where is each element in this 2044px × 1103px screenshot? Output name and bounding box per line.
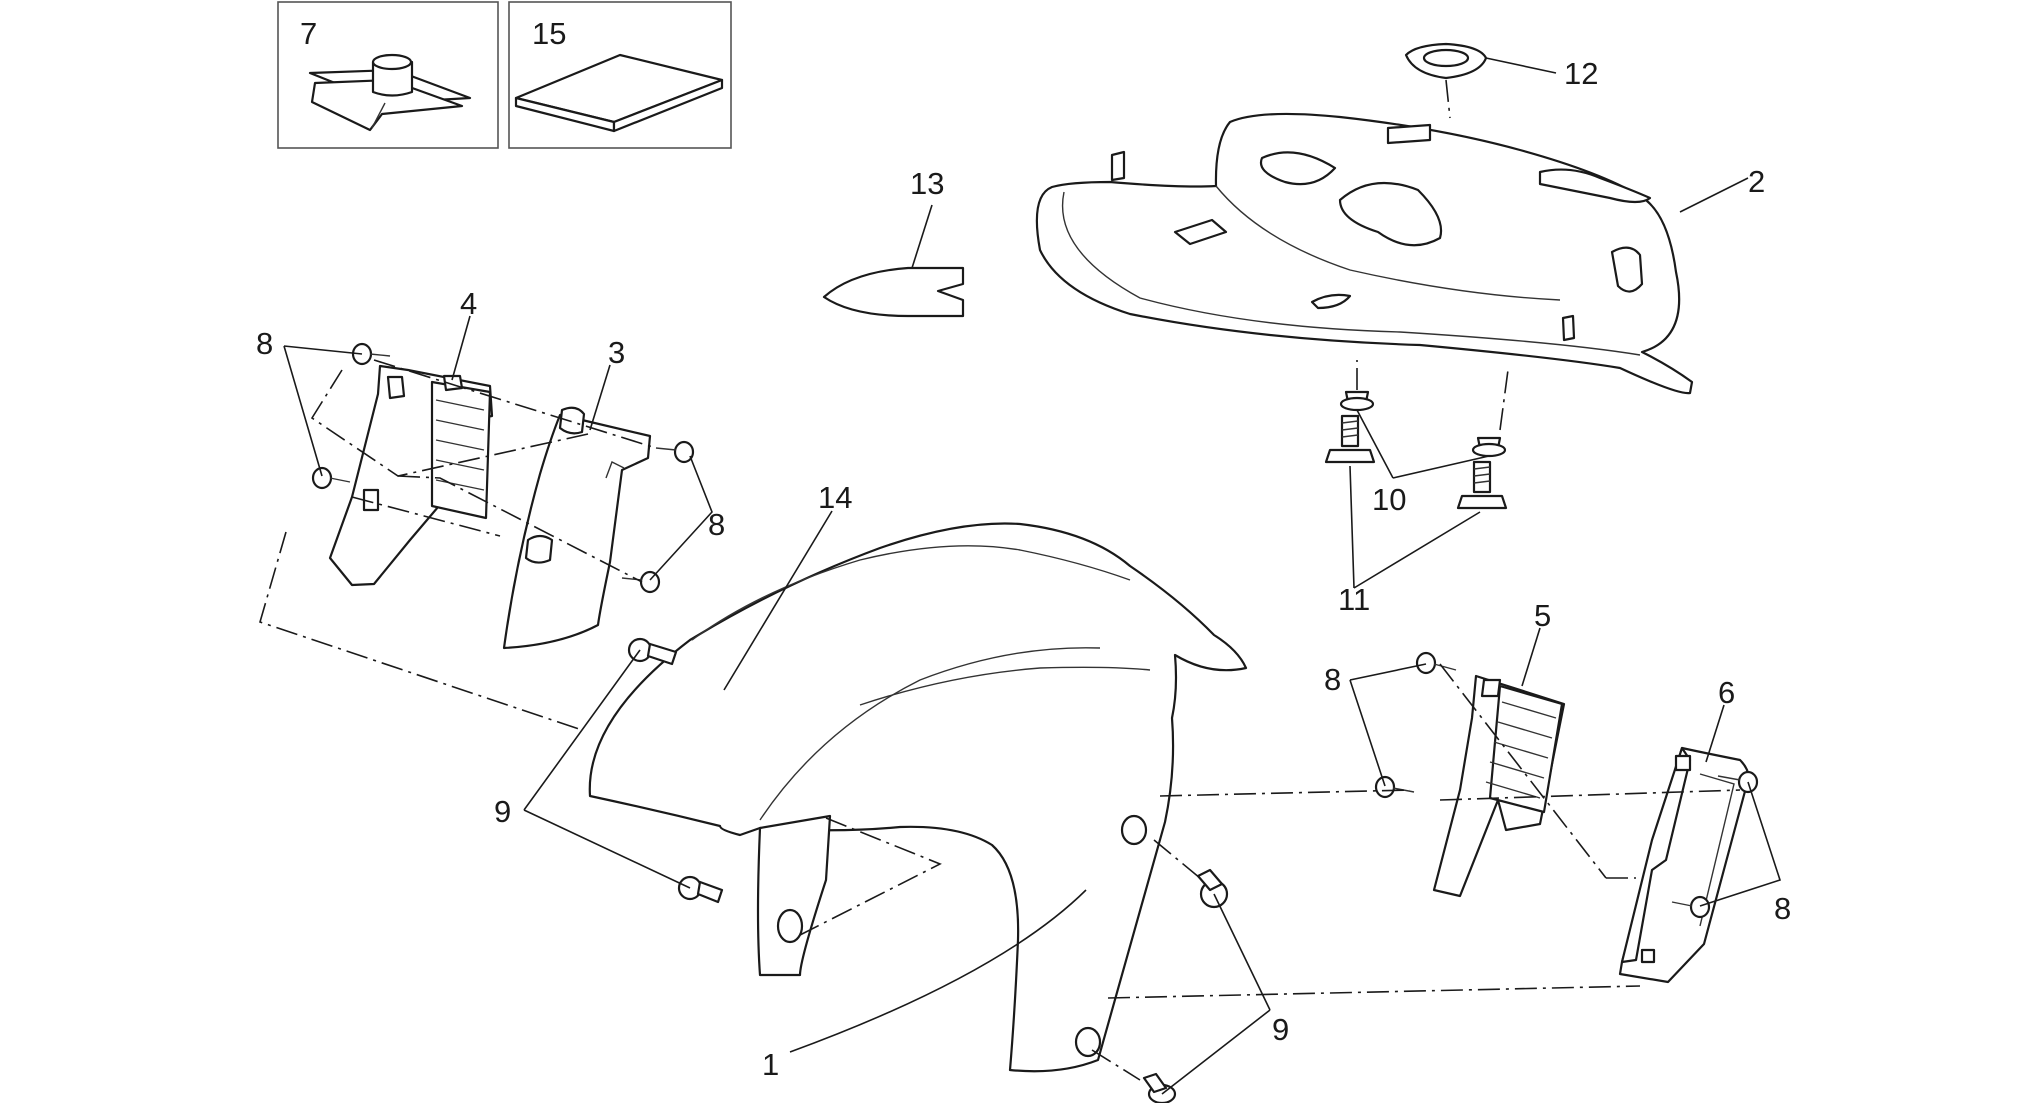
leader-11 (1349, 465, 1481, 589)
leader-9a (523, 649, 691, 889)
front-mudguard (588, 522, 1248, 1073)
leader-6 (1705, 704, 1725, 763)
right-mounting-bracket (1432, 674, 1566, 898)
leader-4 (451, 315, 471, 381)
leader-3 (589, 364, 611, 431)
leader-8d (1699, 781, 1782, 907)
bracket-screw-3 (655, 440, 695, 464)
callout-8a: 8 (256, 326, 273, 361)
tray-washer-right (1471, 436, 1507, 458)
adhesive-pad (514, 53, 724, 133)
right-cover-panel (1618, 746, 1750, 984)
inset-box-7: 7 (277, 1, 499, 149)
callout-13: 13 (910, 166, 944, 201)
callout-12: 12 (1564, 56, 1598, 91)
tray-washer-left (1339, 390, 1375, 412)
callout-7: 7 (300, 16, 317, 51)
callout-6: 6 (1718, 675, 1735, 710)
mudguard-screw-1 (627, 637, 678, 666)
leader-12 (1485, 57, 1557, 74)
bracket-screw-8 (1671, 895, 1711, 919)
callout-8d: 8 (1774, 891, 1791, 926)
callout-11: 11 (1338, 582, 1370, 617)
leader-8a (283, 345, 363, 477)
bracket-screw-6 (1374, 775, 1415, 799)
leader-5 (1521, 627, 1541, 687)
leader-8c (1349, 663, 1427, 787)
callout-14: 14 (818, 480, 852, 515)
bracket-screw-5 (1415, 651, 1457, 675)
tray-screw-left (1324, 414, 1376, 464)
leader-10 (1356, 409, 1490, 479)
callout-3: 3 (608, 335, 625, 370)
inner-liner (1035, 112, 1694, 395)
leader-lines (283, 57, 1782, 1095)
tray-screw-right (1456, 460, 1508, 510)
rubber-grommet (1404, 42, 1488, 80)
inset-box-15: 15 (508, 1, 732, 149)
bracket-screw-2 (311, 466, 351, 490)
sticker-pad (822, 266, 965, 318)
callout-labels: 1 2 3 4 5 6 8 8 8 8 9 9 10 11 12 13 14 (256, 56, 1791, 1082)
leader-1 (789, 889, 1087, 1053)
mudguard-screw-3 (1196, 868, 1229, 909)
assembly-axes (259, 79, 1741, 1081)
callout-15: 15 (532, 16, 566, 51)
mudguard-screw-2 (677, 875, 724, 904)
leader-2 (1679, 177, 1749, 213)
callout-9b: 9 (1272, 1012, 1289, 1047)
spring-nut-clip (308, 53, 472, 132)
left-mounting-bracket (328, 364, 494, 587)
leader-13 (911, 204, 933, 269)
callout-1: 1 (762, 1047, 779, 1082)
leader-14 (723, 510, 833, 691)
callout-2: 2 (1748, 164, 1765, 199)
callout-10: 10 (1372, 482, 1406, 517)
callout-4: 4 (460, 286, 477, 321)
callout-8b: 8 (708, 507, 725, 542)
callout-8c: 8 (1324, 662, 1341, 697)
callout-9a: 9 (494, 794, 511, 829)
leader-9b (1161, 893, 1271, 1095)
left-cover-panel (502, 406, 652, 650)
callout-5: 5 (1534, 598, 1551, 633)
leader-8b (649, 455, 713, 581)
